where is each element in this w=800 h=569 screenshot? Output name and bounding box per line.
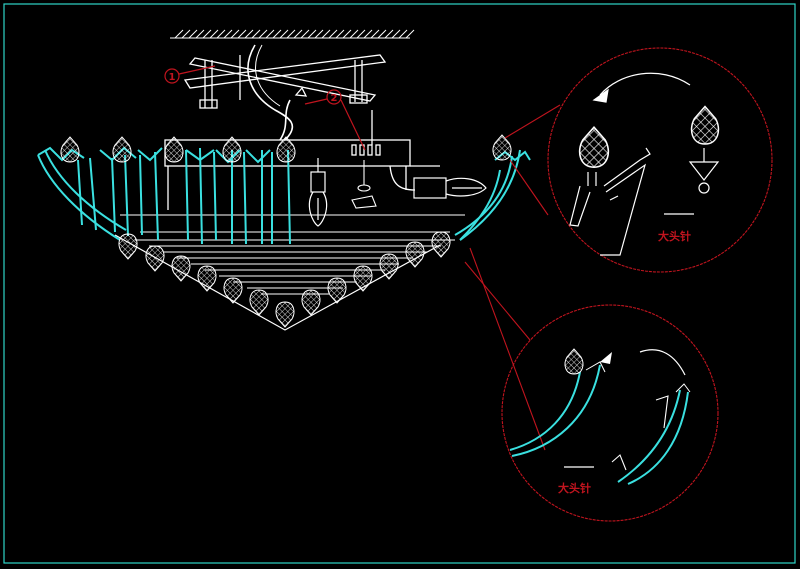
drawing-border [3,3,796,564]
hanging-crystal [431,231,451,258]
glass-panels [37,146,531,245]
detail-upper-content [569,72,720,256]
ceiling-bracket [183,44,387,145]
hanging-crystal [379,253,399,280]
detail-lower-leader [464,247,719,522]
callout-2-label: 2 [331,93,338,104]
small-fixture [351,160,377,209]
detail-upper-leader [504,47,773,273]
callout-1-label: 1 [169,72,176,83]
hanging-crystal [327,277,347,304]
detail-lower-note: 大头针 [558,481,591,495]
hanging-crystal [301,289,321,316]
detail-upper-crystal-2 [690,105,720,145]
hanging-crystal [405,241,425,268]
hanging-crystal [353,265,373,292]
callout-2 [304,89,366,151]
ceiling-hatch [170,29,415,39]
hanging-crystal [249,289,269,316]
hanging-crystal [223,277,243,304]
hanging-crystal [275,301,295,328]
canopy-box [164,139,440,210]
callout-1 [164,65,216,84]
detail-upper-note: 大头针 [658,229,691,243]
rim-crystals [60,134,512,163]
hanging-crystal [145,245,165,272]
detail-upper-crystal-1 [578,126,610,168]
hanging-crystal [171,255,191,282]
detail-lower-crystal [564,348,584,375]
bulb-socket-horizontal [413,177,487,199]
bulb-socket-vertical [308,158,328,227]
hanging-crystal [197,265,217,292]
detail-lower-content [509,349,691,485]
hanging-crystal [118,233,138,260]
